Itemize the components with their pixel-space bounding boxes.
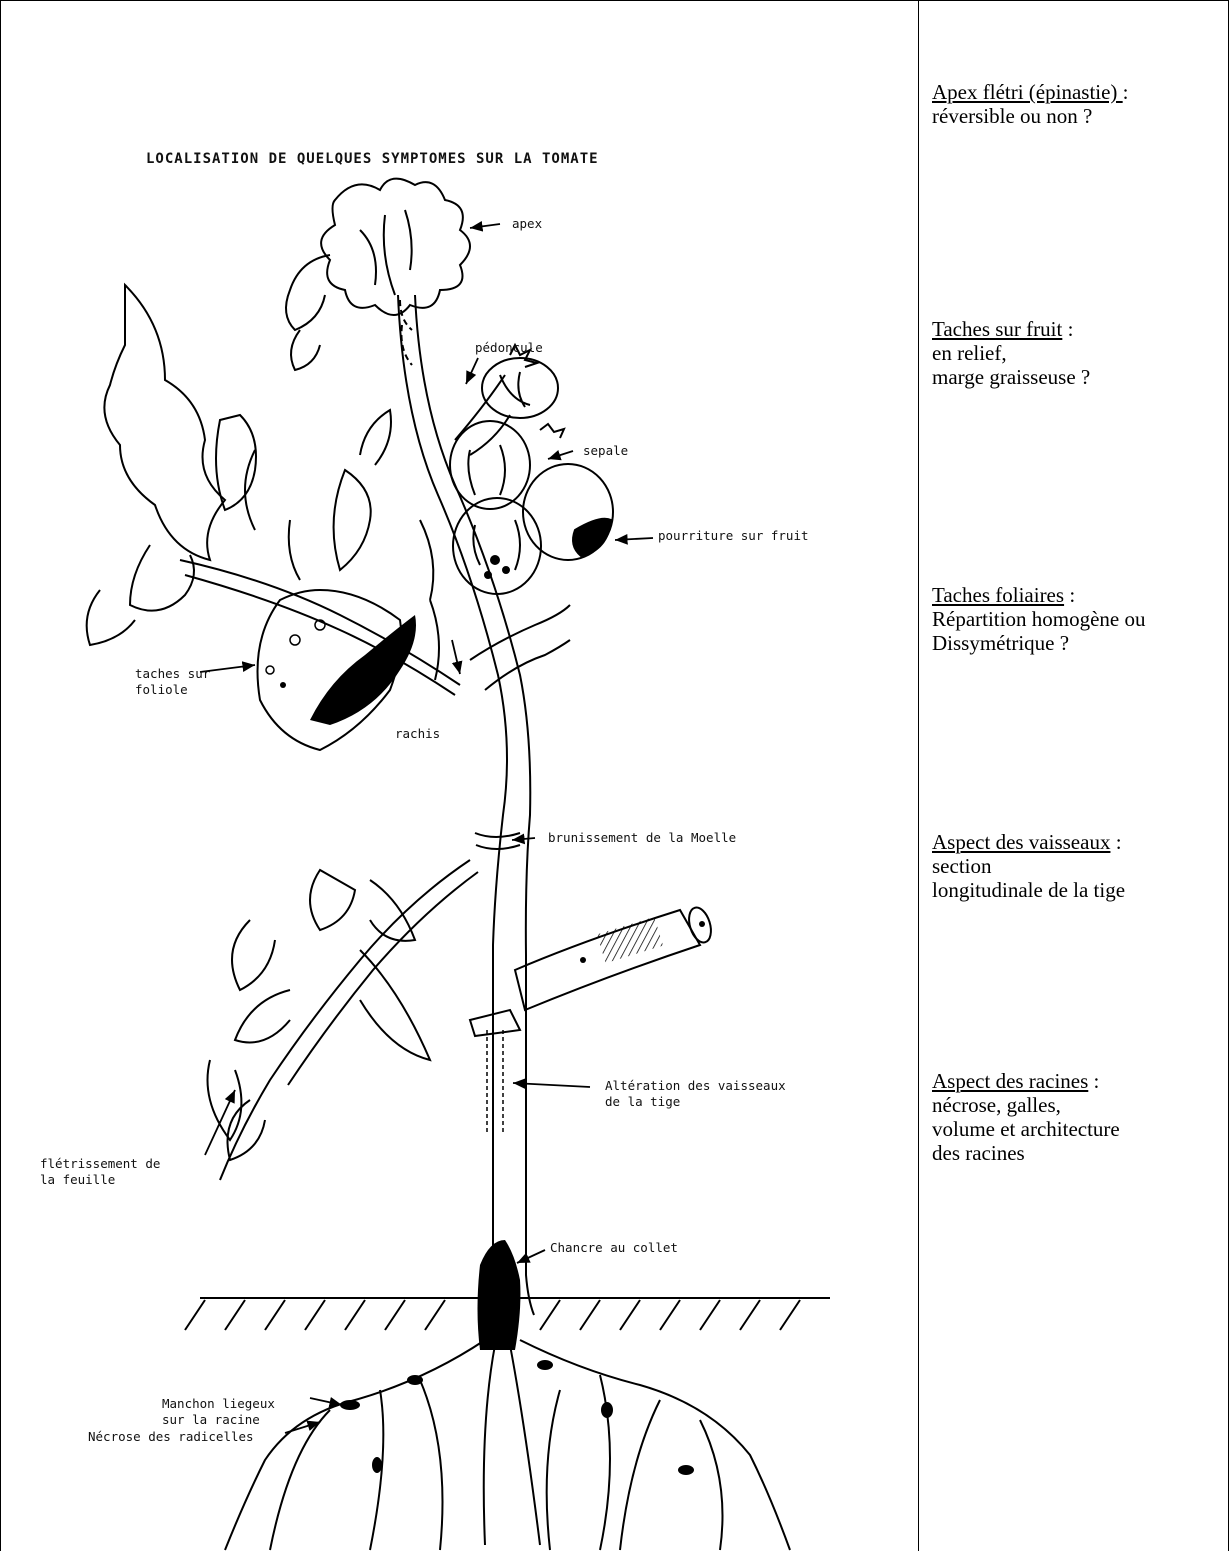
note-racines-line-3: des racines [932,1141,1227,1165]
main-stem [398,295,570,1315]
note-vaisseaux-line-1: section [932,854,1227,878]
note-foliaires-heading: Taches foliaires [932,583,1064,607]
label-alteration-2: de la tige [605,1094,680,1109]
note-fruit-colon: : [1062,317,1073,341]
note-apex: Apex flétri (épinastie) : réversible ou … [932,80,1227,128]
tomato-fruits [450,345,613,594]
lower-leaf-branch [208,860,479,1180]
note-fruit: Taches sur fruit : en relief, marge grai… [932,317,1227,389]
column-divider [918,0,919,1551]
label-manchon-1: Manchon liegeux [162,1396,275,1411]
label-taches-1: taches sur [135,666,211,681]
root-lesions [340,1360,694,1475]
collar-canker [478,1240,521,1350]
label-manchon-2: sur la racine [162,1412,260,1427]
note-foliaires: Taches foliaires : Répartition homogène … [932,583,1227,655]
note-fruit-line-2: marge graisseuse ? [932,365,1227,389]
note-vaisseaux-heading: Aspect des vaisseaux [932,830,1110,854]
label-taches-2: foliole [135,682,188,697]
label-chancre: Chancre au collet [550,1240,678,1255]
label-sepale: sepale [583,443,628,458]
note-vaisseaux-line-2: longitudinale de la tige [932,878,1227,902]
label-rachis: rachis [395,726,440,741]
apex-leaves [286,179,470,370]
label-necrose: Nécrose des radicelles [88,1429,254,1444]
note-foliaires-line-1: Répartition homogène ou [932,607,1227,631]
note-fruit-line-1: en relief, [932,341,1227,365]
label-fletrissement-2: la feuille [40,1172,115,1187]
note-vaisseaux-colon: : [1110,830,1121,854]
label-fletrissement-1: flétrissement de [40,1156,160,1171]
note-apex-line: réversible ou non ? [932,104,1227,128]
note-racines-heading: Aspect des racines [932,1069,1088,1093]
tomato-symptom-diagram: LOCALISATION DE QUELQUES SYMPTOMES SUR L… [0,0,918,1551]
note-foliaires-line-2: Dissymétrique ? [932,631,1227,655]
note-foliaires-colon: : [1064,583,1075,607]
note-racines-line-1: nécrose, galles, [932,1093,1227,1117]
note-apex-heading: Apex flétri (épinastie) [932,80,1123,104]
roots [225,1340,790,1550]
note-apex-colon: : [1123,80,1129,104]
diagram-title: LOCALISATION DE QUELQUES SYMPTOMES SUR L… [146,151,599,167]
note-racines-colon: : [1088,1069,1099,1093]
label-pourriture: pourriture sur fruit [658,528,809,543]
note-vaisseaux: Aspect des vaisseaux : section longitudi… [932,830,1227,902]
label-apex: apex [512,216,543,231]
note-racines-line-2: volume et architecture [932,1117,1227,1141]
label-pedoncule: pédoncule [475,340,543,355]
note-fruit-heading: Taches sur fruit [932,317,1062,341]
label-brunissement: brunissement de la Moelle [548,830,736,845]
pith-browning-mark [475,833,520,849]
label-alteration-1: Altération des vaisseaux [605,1078,786,1093]
note-racines: Aspect des racines : nécrose, galles, vo… [932,1069,1227,1165]
